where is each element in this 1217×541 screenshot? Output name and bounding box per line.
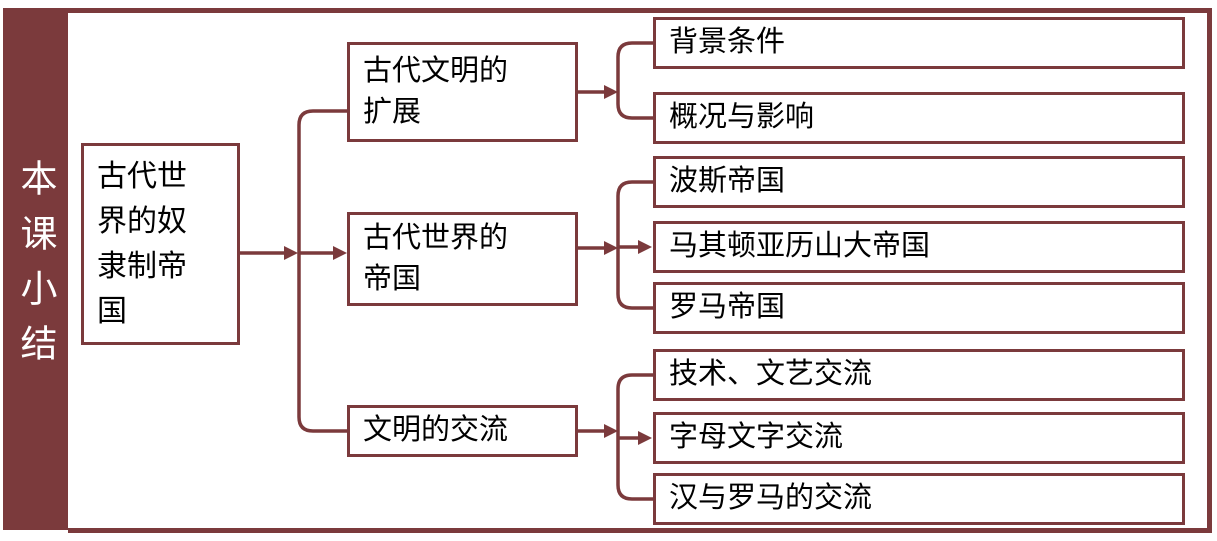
diagram-frame bbox=[68, 8, 1212, 533]
node-leaf-han-rome-exchange: 汉与罗马的交流 bbox=[653, 473, 1185, 525]
node-leaf-roman-empire: 罗马帝国 bbox=[653, 282, 1185, 334]
node-branch-expansion: 古代文明的 扩展 bbox=[347, 42, 578, 142]
node-branch-empires: 古代世界的 帝国 bbox=[347, 212, 578, 306]
node-root: 古代世 界的奴 隶制帝 国 bbox=[81, 143, 240, 345]
sidebar-banner: 本课小结 bbox=[3, 8, 68, 530]
branch1-connector bbox=[578, 41, 653, 120]
branch2-connector bbox=[578, 180, 653, 310]
root-connector bbox=[240, 109, 347, 433]
node-leaf-tech-art-exchange: 技术、文艺交流 bbox=[653, 349, 1185, 401]
node-branch-exchange: 文明的交流 bbox=[347, 405, 578, 457]
page-title: 本课小结 bbox=[15, 159, 56, 379]
node-leaf-persian-empire: 波斯帝国 bbox=[653, 156, 1185, 208]
node-leaf-background: 背景条件 bbox=[653, 17, 1185, 69]
branch3-connector bbox=[578, 373, 653, 501]
node-leaf-alphabet-exchange: 字母文字交流 bbox=[653, 412, 1185, 464]
node-leaf-overview-influence: 概况与影响 bbox=[653, 92, 1185, 144]
node-leaf-macedonian-empire: 马其顿亚历山大帝国 bbox=[653, 221, 1185, 273]
